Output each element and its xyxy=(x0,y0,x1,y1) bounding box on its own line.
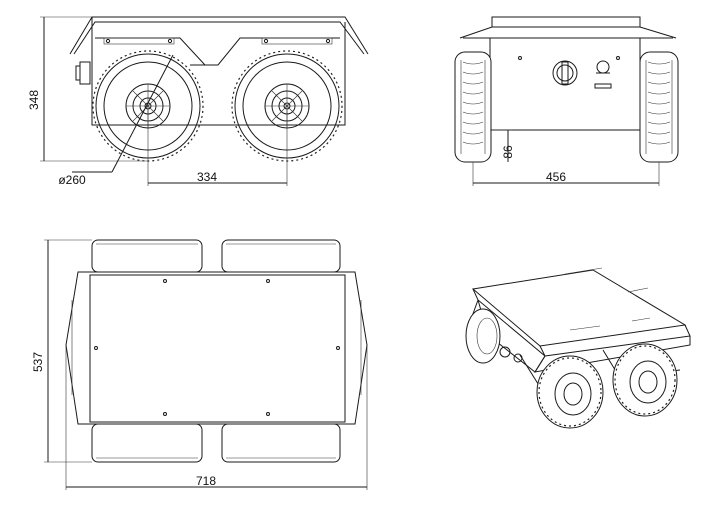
dim-wheelbase: 334 xyxy=(197,170,217,184)
dim-side-height: 348 xyxy=(27,90,41,110)
dim-top-length: 537 xyxy=(31,352,45,372)
top-view: 537 718 xyxy=(31,239,368,490)
dim-ground-clearance: 86 xyxy=(501,145,515,159)
side-view: 348 ø260 334 xyxy=(27,16,369,187)
dim-track-width: 456 xyxy=(546,170,566,184)
dim-wheel-diameter: ø260 xyxy=(58,173,86,187)
dim-top-width: 718 xyxy=(196,474,216,488)
isometric-view xyxy=(465,267,691,429)
front-view: 86 456 xyxy=(454,16,679,186)
